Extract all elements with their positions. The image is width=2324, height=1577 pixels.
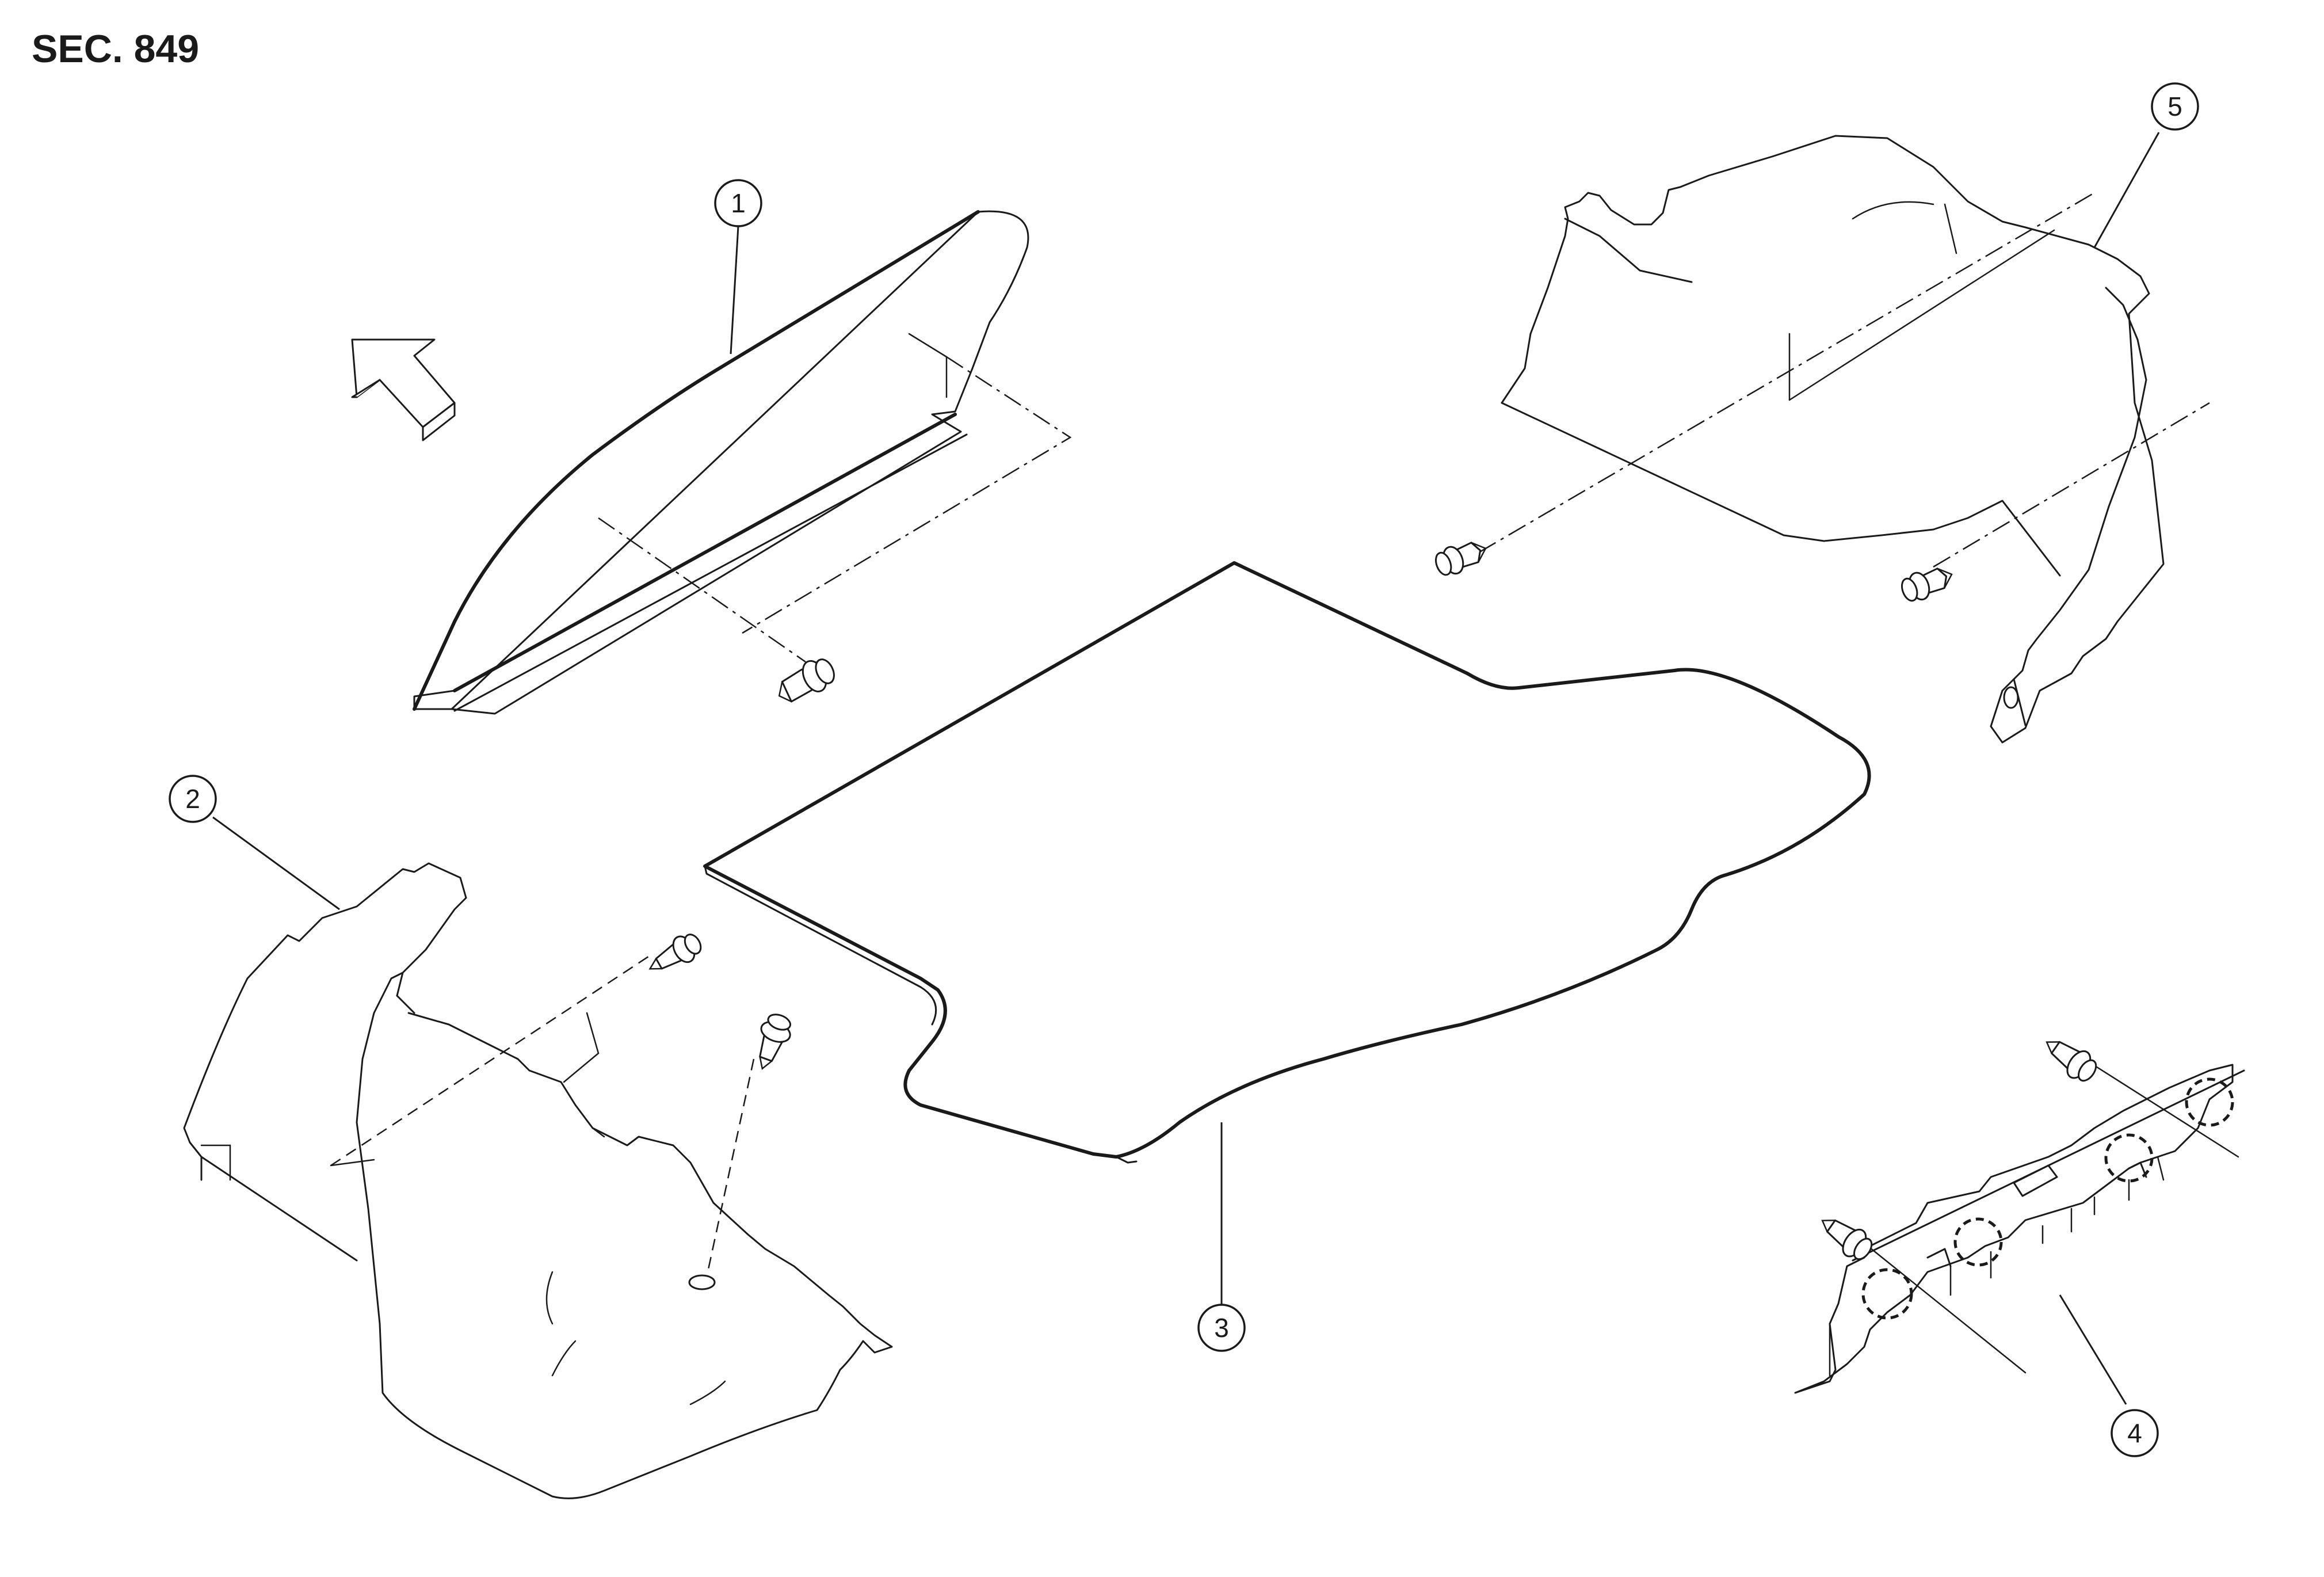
svg-text:4: 4 — [2127, 1418, 2142, 1448]
svg-text:5: 5 — [2167, 92, 2182, 121]
callout-1-leader — [730, 226, 739, 355]
callout-4-leader — [2059, 1294, 2127, 1405]
callout-5-leader — [2093, 132, 2160, 248]
part-1-rear-finisher — [413, 210, 1072, 715]
callout-2-leader — [212, 816, 340, 911]
svg-text:1: 1 — [731, 188, 746, 218]
svg-text:2: 2 — [185, 784, 200, 814]
push-clip-icon — [778, 658, 835, 703]
section-label: SEC. 849 — [32, 27, 199, 71]
callout-1: 1 — [714, 179, 762, 227]
part-5-side-finisher-right — [1478, 135, 2210, 744]
push-clip-icon — [759, 1014, 791, 1070]
part-4-rear-plate-finisher — [1794, 1061, 2245, 1394]
push-clip-icon — [648, 934, 702, 970]
push-clip-icon — [1434, 542, 1487, 576]
callout-2: 2 — [169, 775, 217, 823]
part-2-side-finisher-left — [183, 862, 893, 1499]
push-clip-icon — [1821, 1219, 1873, 1260]
callout-3: 3 — [1197, 1304, 1246, 1352]
push-clip-icon — [2046, 1041, 2097, 1082]
svg-text:3: 3 — [1214, 1313, 1229, 1343]
callout-5: 5 — [2151, 82, 2199, 131]
part-3-trunk-floor-mat — [703, 561, 1871, 1164]
front-direction-arrow-icon — [351, 338, 456, 441]
callout-4: 4 — [2111, 1409, 2159, 1457]
push-clip-icon — [1901, 567, 1953, 602]
